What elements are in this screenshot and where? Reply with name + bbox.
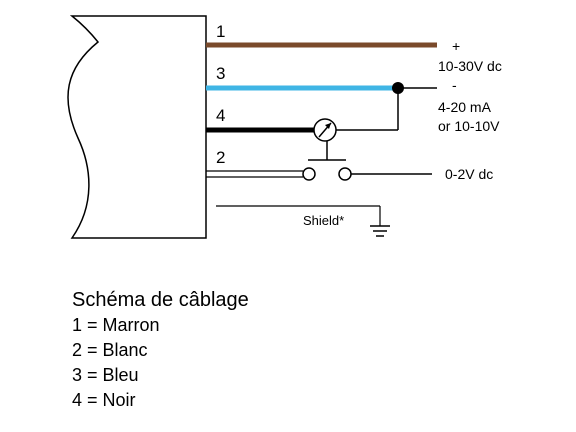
switch-output-label: 0-2V dc — [445, 166, 493, 182]
wire-4-number: 4 — [216, 106, 225, 125]
wire-1-number: 1 — [216, 22, 225, 41]
ground-icon — [370, 225, 390, 237]
wire-3-number: 3 — [216, 64, 225, 83]
legend-item: 1 = Marron — [72, 315, 160, 335]
wire-2-number: 2 — [216, 148, 225, 167]
wiring-legend: Schéma de câblage 1 = Marron 2 = Blanc 3… — [72, 287, 249, 413]
sensor-body — [67, 15, 207, 239]
meter-icon — [313, 118, 337, 142]
legend-title: Schéma de câblage — [72, 289, 249, 311]
switch-icon — [302, 141, 352, 181]
legend-item: 3 = Bleu — [72, 365, 139, 385]
legend-item: 4 = Noir — [72, 390, 136, 410]
plus-label: + — [452, 38, 460, 54]
output-label-line2: or 10-10V — [438, 118, 500, 134]
wiring-diagram: 1 3 4 2 Shield* + 10-30V dc - 4-20 mA or… — [67, 15, 502, 239]
minus-label: - — [452, 77, 457, 93]
supply-label: 10-30V dc — [438, 58, 502, 74]
output-label-line1: 4-20 mA — [438, 99, 492, 115]
legend-item: 2 = Blanc — [72, 340, 148, 360]
shield-label: Shield* — [303, 213, 344, 228]
